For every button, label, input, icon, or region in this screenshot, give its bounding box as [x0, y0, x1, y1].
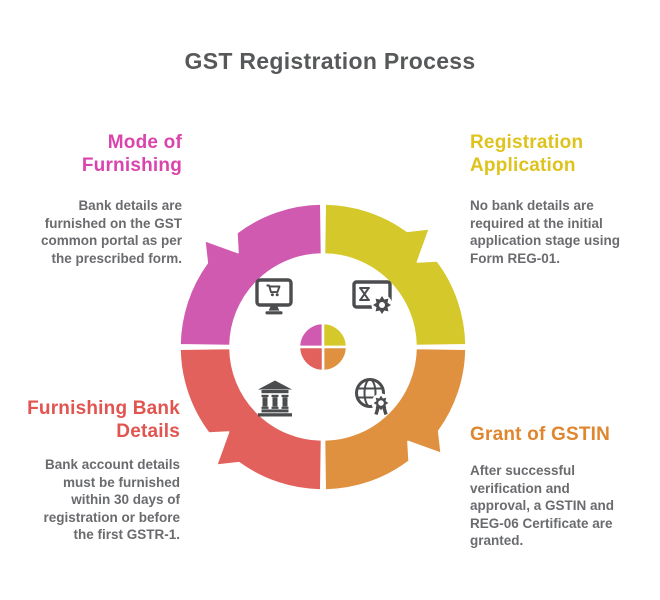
step-description: After successful verification and approv…: [470, 463, 615, 548]
step-description: Bank details are furnished on the GST co…: [40, 198, 182, 266]
segment-registration-application: [323, 203, 467, 347]
segment-grant-of-gstin: [323, 347, 467, 491]
globe-certificate-icon: [355, 378, 391, 415]
segment-furnishing-bank-details: [179, 347, 323, 491]
center-pie-yellow: [321, 321, 349, 349]
step-mode-of-furnishing: Mode of Furnishing Bank details are furn…: [30, 131, 182, 267]
step-heading: Furnishing Bank Details: [27, 398, 180, 442]
step-heading: Registration Application: [470, 132, 584, 176]
center-pie-orange: [321, 345, 349, 373]
center-pie-magenta: [297, 321, 325, 349]
center-pie-red: [297, 345, 325, 373]
step-description: No bank details are required at the init…: [470, 198, 621, 266]
bank-icon: [258, 380, 292, 417]
page-title: GST Registration Process: [184, 48, 476, 74]
step-grant-of-gstin: Grant of GSTIN After successful verifica…: [470, 423, 620, 550]
step-furnishing-bank-details: Furnishing Bank Details Bank account det…: [22, 397, 180, 544]
monitor-cart-icon: [255, 278, 293, 315]
step-description: Bank account details must be furnished w…: [43, 457, 180, 542]
form-gear-icon: [352, 280, 393, 316]
segment-mode-of-furnishing: [179, 203, 323, 347]
step-registration-application: Registration Application No bank details…: [470, 131, 628, 267]
step-heading: Grant of GSTIN: [470, 424, 611, 445]
center-pie: [297, 321, 349, 373]
step-heading: Mode of Furnishing: [81, 132, 182, 176]
